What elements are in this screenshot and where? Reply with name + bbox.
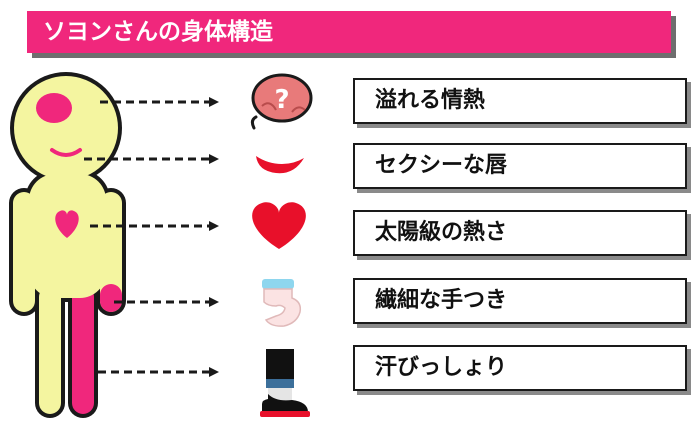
arrows: [84, 97, 219, 377]
lips-icon: [256, 156, 304, 174]
label-box-sweat: 汗びっしょり: [353, 345, 687, 391]
page-title: ソヨンさんの身体構造: [43, 19, 273, 45]
label-text: 溢れる情熱: [375, 88, 486, 113]
label-box-heat: 太陽級の熱さ: [353, 210, 687, 256]
figure-brain: [36, 93, 72, 123]
label-text: セクシーな唇: [375, 153, 508, 178]
brain-question-icon: ?: [250, 73, 313, 130]
right-hand: [100, 284, 122, 312]
figure-mouth: [50, 148, 82, 157]
svg-text:?: ?: [274, 85, 289, 115]
left-leg: [39, 286, 61, 414]
label-text: 太陽級の熱さ: [375, 220, 508, 245]
label-box-lips: セクシーな唇: [353, 143, 687, 189]
label-box-hands: 繊細な手つき: [353, 278, 687, 324]
person-figure: [9, 72, 126, 418]
figure-heart: [55, 210, 79, 238]
leg-shoe-icon: [260, 349, 310, 417]
title-banner: ソヨンさんの身体構造: [27, 11, 671, 53]
label-text: 汗びっしょり: [375, 355, 508, 380]
hand-sleeve-icon: [262, 279, 302, 327]
label-text: 繊細な手つき: [375, 288, 508, 313]
right-leg-sweat: [72, 286, 94, 414]
heart-icon: [252, 202, 306, 249]
head: [14, 76, 118, 180]
label-box-passion: 溢れる情熱: [353, 78, 687, 124]
